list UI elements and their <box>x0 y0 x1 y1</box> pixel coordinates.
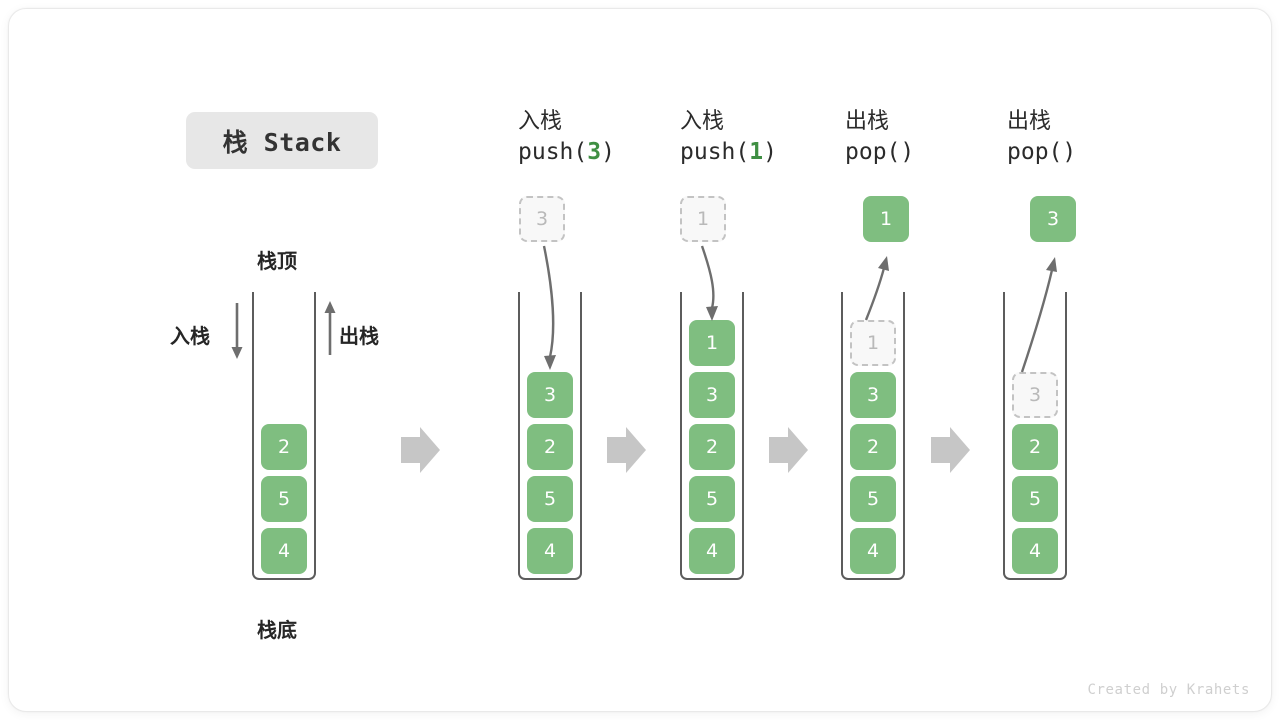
stack-container-step2 <box>680 292 744 580</box>
stack-cell: 2 <box>689 424 735 470</box>
step-caption-1: 入栈 push(3) <box>518 106 615 168</box>
stack-bottom-label: 栈底 <box>257 618 297 642</box>
step-caption-cn: 出栈 <box>1007 109 1052 134</box>
step-caption-3: 出栈 pop() <box>845 106 914 168</box>
step-caption-cn: 入栈 <box>518 109 563 134</box>
stack-cell: 5 <box>261 476 307 522</box>
transition-arrow <box>401 427 440 473</box>
stack-cell: 4 <box>527 528 573 574</box>
stack-cell: 3 <box>689 372 735 418</box>
stack-cell: 5 <box>1012 476 1058 522</box>
step-caption-op: push(3) <box>518 139 615 165</box>
transition-arrow <box>607 427 646 473</box>
op-suffix: ) <box>900 139 915 165</box>
stack-container-step1 <box>518 292 582 580</box>
stack-cell: 4 <box>689 528 735 574</box>
stack-cell: 2 <box>527 424 573 470</box>
op-prefix: pop( <box>845 139 901 165</box>
step-caption-cn: 出栈 <box>845 109 890 134</box>
op-prefix: push( <box>680 139 750 165</box>
popped-cell: 1 <box>863 196 909 242</box>
op-prefix: pop( <box>1007 139 1063 165</box>
pop-direction-arrow <box>324 301 336 355</box>
stack-cell: 2 <box>261 424 307 470</box>
step-caption-cn: 入栈 <box>680 109 725 134</box>
push-label: 入栈 <box>170 324 210 348</box>
stack-cell: 2 <box>1012 424 1058 470</box>
step-caption-op: push(1) <box>680 139 777 165</box>
stack-cell: 4 <box>850 528 896 574</box>
diagram-title-chip: 栈 Stack <box>186 112 378 169</box>
ghost-cell-incoming: 3 <box>519 196 565 242</box>
op-suffix: ) <box>763 139 777 165</box>
stack-cell: 1 <box>689 320 735 366</box>
ghost-cell-removed: 1 <box>850 320 896 366</box>
stack-container-step3 <box>841 292 905 580</box>
step-caption-4: 出栈 pop() <box>1007 106 1076 168</box>
op-suffix: ) <box>601 139 615 165</box>
stack-cell: 3 <box>850 372 896 418</box>
ghost-cell-incoming: 1 <box>680 196 726 242</box>
step-caption-op: pop() <box>845 139 914 165</box>
stack-cell: 2 <box>850 424 896 470</box>
push-direction-arrow <box>231 303 243 359</box>
op-arg: 3 <box>587 139 602 165</box>
stack-top-label: 栈顶 <box>257 249 297 273</box>
transition-arrow <box>769 427 808 473</box>
stack-cell: 3 <box>527 372 573 418</box>
step-caption-op: pop() <box>1007 139 1076 165</box>
stack-container-step4 <box>1003 292 1067 580</box>
stack-container-base <box>252 292 316 580</box>
op-suffix: ) <box>1062 139 1077 165</box>
pop-label: 出栈 <box>339 324 379 348</box>
stack-cell: 5 <box>850 476 896 522</box>
stack-cell: 5 <box>689 476 735 522</box>
step-caption-2: 入栈 push(1) <box>680 106 777 168</box>
transition-arrow <box>931 427 970 473</box>
op-arg: 1 <box>749 139 764 165</box>
op-prefix: push( <box>518 139 588 165</box>
popped-cell: 3 <box>1030 196 1076 242</box>
stack-cell: 5 <box>527 476 573 522</box>
stack-cell: 4 <box>261 528 307 574</box>
stack-cell: 4 <box>1012 528 1058 574</box>
footer-credit: Created by Krahets <box>1087 682 1250 698</box>
ghost-cell-removed: 3 <box>1012 372 1058 418</box>
